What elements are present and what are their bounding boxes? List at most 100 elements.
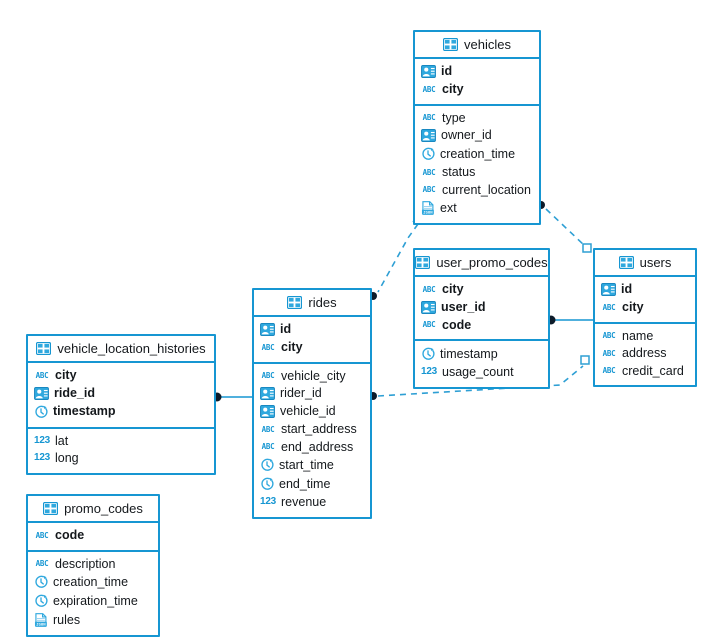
column-row[interactable]: end_time <box>260 475 364 494</box>
primary-key-row[interactable]: id <box>601 281 689 299</box>
id-card-icon <box>260 387 275 400</box>
primary-key-row[interactable]: ABC city <box>421 281 542 299</box>
primary-key-row[interactable]: ABC code <box>421 317 542 335</box>
column-row[interactable]: ABC description <box>34 556 152 574</box>
abc-icon: ABC <box>261 371 275 380</box>
table-node-vehicle_location_histories[interactable]: vehicle_location_histories ABC city ride… <box>26 334 216 475</box>
column-name: user_id <box>441 299 486 314</box>
id-card-icon <box>34 386 49 400</box>
column-name: end_time <box>279 476 331 491</box>
table-grid-icon <box>287 296 303 309</box>
primary-key-row[interactable]: ABC city <box>260 339 364 357</box>
table-header-vehicles[interactable]: vehicles <box>415 32 539 59</box>
column-row[interactable]: ABC vehicle_city <box>260 368 364 386</box>
column-row[interactable]: ABC status <box>421 164 533 182</box>
table-header-rides[interactable]: rides <box>254 290 370 317</box>
table-grid-icon <box>443 38 459 51</box>
column-name: city <box>55 368 77 382</box>
column-section: timestamp 123 usage_count <box>415 341 548 387</box>
id-card-icon <box>260 323 275 336</box>
primary-key-row[interactable]: ABC city <box>34 367 208 385</box>
column-name: city <box>442 282 464 296</box>
primary-key-section: id ABC city <box>415 59 539 106</box>
column-row[interactable]: ABC start_address <box>260 421 364 439</box>
svg-text:JSON: JSON <box>36 621 46 626</box>
column-row[interactable]: 123 lat <box>34 433 208 451</box>
column-name: city <box>622 300 644 314</box>
table-grid-icon <box>43 502 59 515</box>
abc-icon: ABC <box>602 348 616 358</box>
column-row[interactable]: expiration_time <box>34 592 152 611</box>
column-section: ABC vehicle_city rider_id vehicle_id ABC… <box>254 364 370 517</box>
column-name: end_address <box>281 439 354 454</box>
abc-icon: ABC <box>422 84 436 94</box>
column-name: expiration_time <box>53 593 138 608</box>
column-row[interactable]: 123 usage_count <box>421 364 542 382</box>
crowfoot-square-marker <box>582 243 592 253</box>
column-row[interactable]: ABC end_address <box>260 439 364 457</box>
column-row[interactable]: JSON rules <box>34 611 152 630</box>
column-row[interactable]: 123 revenue <box>260 494 364 512</box>
column-name: lat <box>55 433 69 448</box>
column-row[interactable]: timestamp <box>421 345 542 364</box>
table-header-promo_codes[interactable]: promo_codes <box>28 496 158 523</box>
column-row[interactable]: JSON ext <box>421 199 533 218</box>
primary-key-row[interactable]: ABC code <box>34 527 152 545</box>
column-row[interactable]: owner_id <box>421 127 533 145</box>
column-name: timestamp <box>440 346 498 361</box>
column-name: current_location <box>442 182 531 197</box>
table-header-users[interactable]: users <box>595 250 695 277</box>
column-name: long <box>55 451 79 465</box>
primary-key-row[interactable]: id <box>421 63 533 81</box>
column-row[interactable]: creation_time <box>34 573 152 592</box>
primary-key-section: id ABC city <box>595 277 695 324</box>
primary-key-row[interactable]: ride_id <box>34 385 208 403</box>
abc-icon: ABC <box>422 320 436 329</box>
column-name: start_time <box>279 457 334 472</box>
table-header-user_promo_codes[interactable]: user_promo_codes <box>415 250 548 277</box>
primary-key-row[interactable]: id <box>260 321 364 339</box>
column-row[interactable]: ABC address <box>601 345 689 363</box>
column-row[interactable]: start_time <box>260 456 364 475</box>
column-row[interactable]: vehicle_id <box>260 403 364 421</box>
column-name: vehicle_id <box>280 404 336 419</box>
table-title: promo_codes <box>64 501 143 516</box>
column-row[interactable]: creation_time <box>421 145 533 164</box>
column-name: id <box>441 64 453 79</box>
table-node-users[interactable]: users id ABC city ABC name ABC address A… <box>593 248 697 387</box>
primary-key-section: ABC city user_id ABC code <box>415 277 548 341</box>
abc-icon: ABC <box>35 559 49 568</box>
relationship-vehicles-users <box>537 201 592 253</box>
column-row[interactable]: rider_id <box>260 385 364 403</box>
column-name: status <box>442 165 476 179</box>
primary-key-row[interactable]: timestamp <box>34 403 208 422</box>
column-name: city <box>442 82 464 96</box>
clock-icon <box>421 147 435 161</box>
primary-key-row[interactable]: ABC city <box>601 299 689 317</box>
primary-key-row[interactable]: user_id <box>421 299 542 317</box>
clock-icon <box>260 477 274 491</box>
column-row[interactable]: ABC current_location <box>421 182 533 200</box>
column-row[interactable]: 123 long <box>34 450 208 468</box>
clock-icon <box>421 347 435 361</box>
abc-icon: ABC <box>261 342 275 352</box>
table-header-vehicle_location_histories[interactable]: vehicle_location_histories <box>28 336 214 363</box>
column-name: start_address <box>281 422 357 436</box>
primary-key-row[interactable]: ABC city <box>421 81 533 99</box>
column-section: ABC description creation_time expiration… <box>28 552 158 636</box>
table-node-promo_codes[interactable]: promo_codes ABC code ABC description cre… <box>26 494 160 637</box>
column-row[interactable]: ABC credit_card <box>601 363 689 381</box>
column-row[interactable]: ABC type <box>421 110 533 128</box>
column-name: id <box>280 322 292 337</box>
column-row[interactable]: ABC name <box>601 328 689 346</box>
table-node-rides[interactable]: rides id ABC city ABC vehicle_city rider… <box>252 288 372 519</box>
table-node-user_promo_codes[interactable]: user_promo_codes ABC city user_id ABC co… <box>413 248 550 389</box>
column-name: creation_time <box>53 574 129 589</box>
id-card-icon <box>421 129 436 142</box>
clock-icon <box>260 458 274 472</box>
123-icon: 123 <box>33 452 51 464</box>
column-section: ABC type owner_id creation_time ABC stat… <box>415 106 539 224</box>
clock-icon <box>34 405 48 419</box>
table-node-vehicles[interactable]: vehicles id ABC city ABC type owner_id c… <box>413 30 541 225</box>
